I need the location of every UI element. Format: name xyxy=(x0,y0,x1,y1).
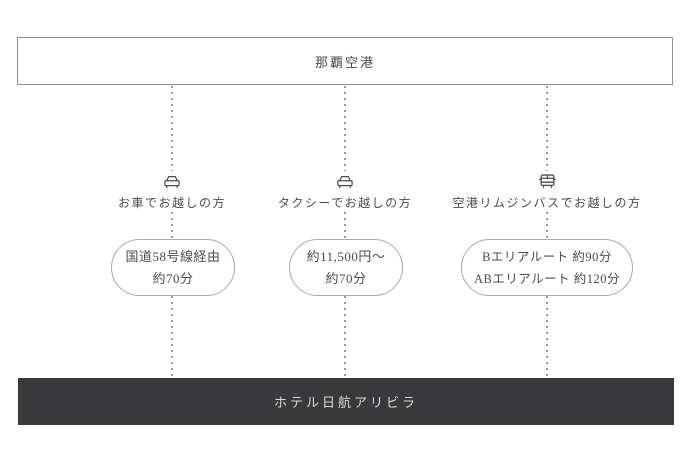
connector-line-bus xyxy=(546,86,548,378)
bus-icon xyxy=(533,171,561,191)
route-detail-line: 約70分 xyxy=(152,270,194,286)
route-label-taxi: タクシーでお越しの方 xyxy=(272,193,418,211)
route-detail-car: 国道58号線経由 約70分 xyxy=(111,239,235,296)
route-detail-line: 国道58号線経由 xyxy=(125,248,221,264)
naha-airport-label: 那覇空港 xyxy=(314,54,375,70)
route-label-bus: 空港リムジンバスでお越しの方 xyxy=(447,193,647,211)
route-label-car: お車でお越しの方 xyxy=(112,193,232,211)
naha-airport-box: 那覇空港 xyxy=(17,37,673,85)
route-detail-taxi: 約11,500円〜 約70分 xyxy=(289,239,403,296)
car-icon xyxy=(158,171,186,191)
hotel-label: ホテル日航アリビラ xyxy=(273,395,418,410)
route-detail-line: 約70分 xyxy=(325,270,367,286)
route-detail-bus: Bエリアルート 約90分 ABエリアルート 約120分 xyxy=(461,239,633,296)
connector-line-taxi xyxy=(344,86,346,378)
taxi-icon xyxy=(331,171,359,191)
hotel-bar: ホテル日航アリビラ xyxy=(18,378,674,425)
route-detail-line: ABエリアルート 約120分 xyxy=(473,271,621,286)
connector-line-car xyxy=(171,86,173,378)
route-detail-line: 約11,500円〜 xyxy=(306,248,386,264)
route-detail-line: Bエリアルート 約90分 xyxy=(482,249,612,264)
